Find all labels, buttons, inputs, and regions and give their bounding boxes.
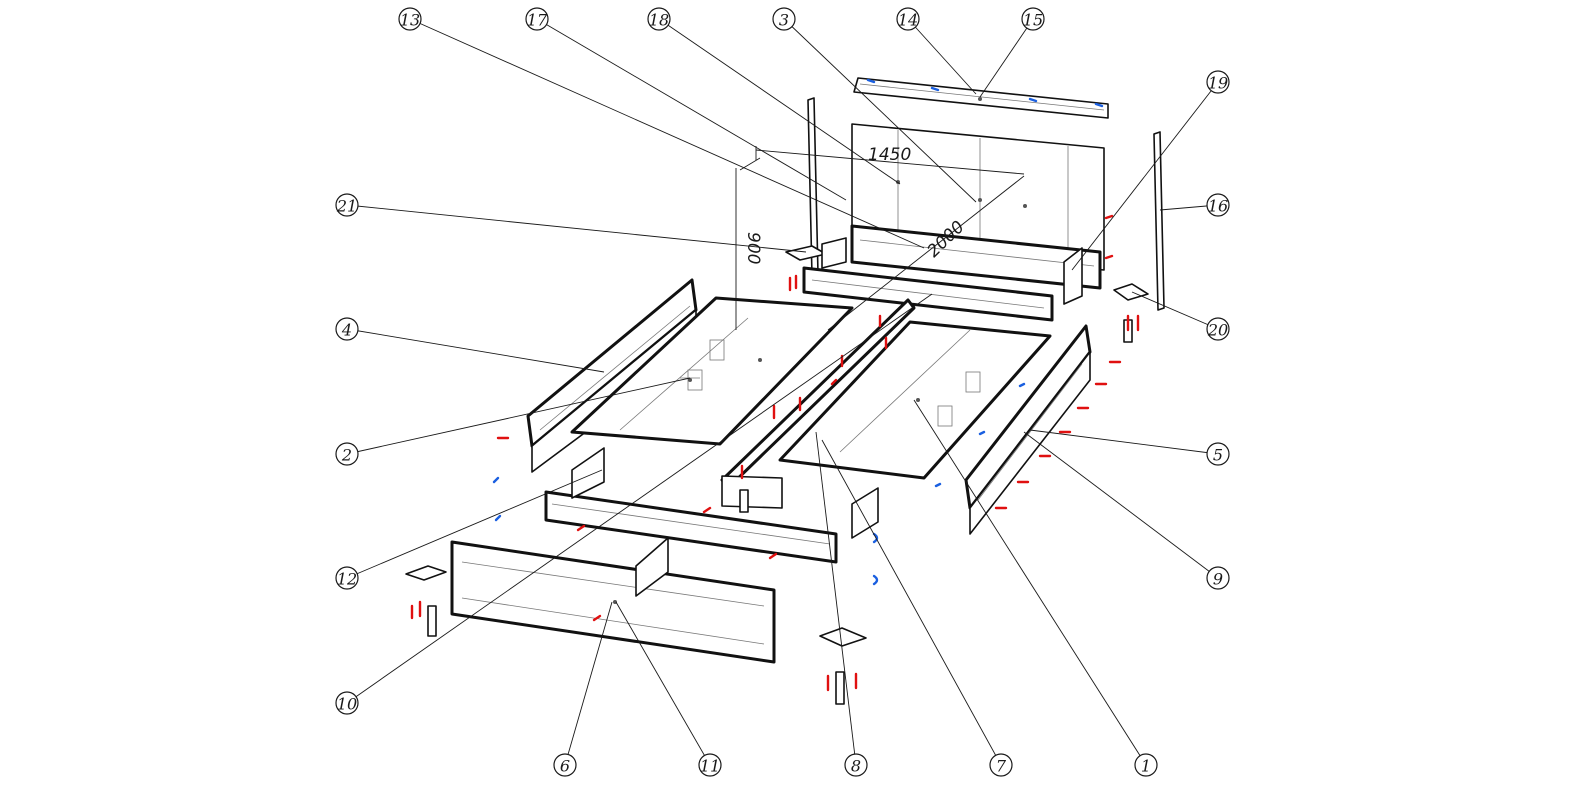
callout-8: 8 [844, 753, 868, 777]
callout-14: 14 [896, 7, 920, 31]
middle-support-bracket [851, 487, 879, 586]
callout-11: 11 [698, 753, 722, 777]
callout-8-label: 8 [851, 757, 861, 776]
callout-5: 5 [1206, 442, 1230, 466]
headboard-lower-panel [850, 214, 1114, 305]
callout-11-label: 11 [700, 757, 720, 776]
callout-19-label: 19 [1208, 74, 1228, 93]
callout-13: 13 [398, 7, 422, 31]
callout-6-label: 6 [560, 757, 570, 776]
right-side-rail [934, 324, 1122, 535]
foot-cross-rail [544, 447, 838, 564]
callout-10-label: 10 [337, 695, 357, 714]
callout-4-label: 4 [341, 321, 352, 340]
callout-12-label: 12 [337, 570, 357, 589]
dimension-height-label: 900 [743, 232, 763, 264]
callout-12: 12 [335, 566, 359, 590]
callout-1: 1 [1134, 753, 1158, 777]
callout-4: 4 [335, 317, 359, 341]
right-base-board [778, 320, 1052, 480]
callout-3-label: 3 [779, 11, 789, 30]
callout-20-label: 20 [1207, 321, 1228, 340]
leader-lines [346, 18, 1219, 766]
callout-17-label: 17 [527, 11, 548, 30]
headboard-top-rail [853, 77, 1109, 119]
callout-3: 3 [772, 7, 796, 31]
callout-16: 16 [1206, 193, 1230, 217]
callout-16-label: 16 [1208, 197, 1228, 216]
footboard-panel [450, 537, 776, 664]
callout-9-label: 9 [1213, 570, 1223, 589]
callout-15-label: 15 [1023, 11, 1043, 30]
callout-19: 19 [1206, 70, 1230, 94]
center-support-beam [720, 298, 916, 513]
callout-21-label: 21 [336, 197, 357, 216]
head-cross-rail [802, 266, 1054, 322]
headboard-right-post [1153, 131, 1165, 311]
callout-10: 10 [335, 691, 359, 715]
callout-14-label: 14 [898, 11, 918, 30]
callout-7-label: 7 [996, 757, 1007, 776]
callout-20: 20 [1206, 317, 1230, 341]
corner-plate-right [1113, 283, 1149, 343]
callout-1-label: 1 [1141, 757, 1151, 776]
corner-plate-left [785, 237, 847, 292]
callout-7: 7 [989, 753, 1013, 777]
callout-5-label: 5 [1213, 446, 1223, 465]
left-base-board [570, 296, 854, 446]
foot-plate-left [405, 476, 502, 637]
callout-2: 2 [335, 442, 359, 466]
callout-2-label: 2 [341, 446, 352, 465]
callout-18-label: 18 [649, 11, 669, 30]
callout-13-label: 13 [400, 11, 420, 30]
callout-15: 15 [1021, 7, 1045, 31]
callout-21: 21 [335, 193, 359, 217]
callout-9: 9 [1206, 566, 1230, 590]
foot-plate-right [819, 627, 867, 705]
dimension-width-label: 1450 [868, 145, 911, 165]
callout-17: 17 [525, 7, 549, 31]
callout-18: 18 [647, 7, 671, 31]
callout-6: 6 [553, 753, 577, 777]
